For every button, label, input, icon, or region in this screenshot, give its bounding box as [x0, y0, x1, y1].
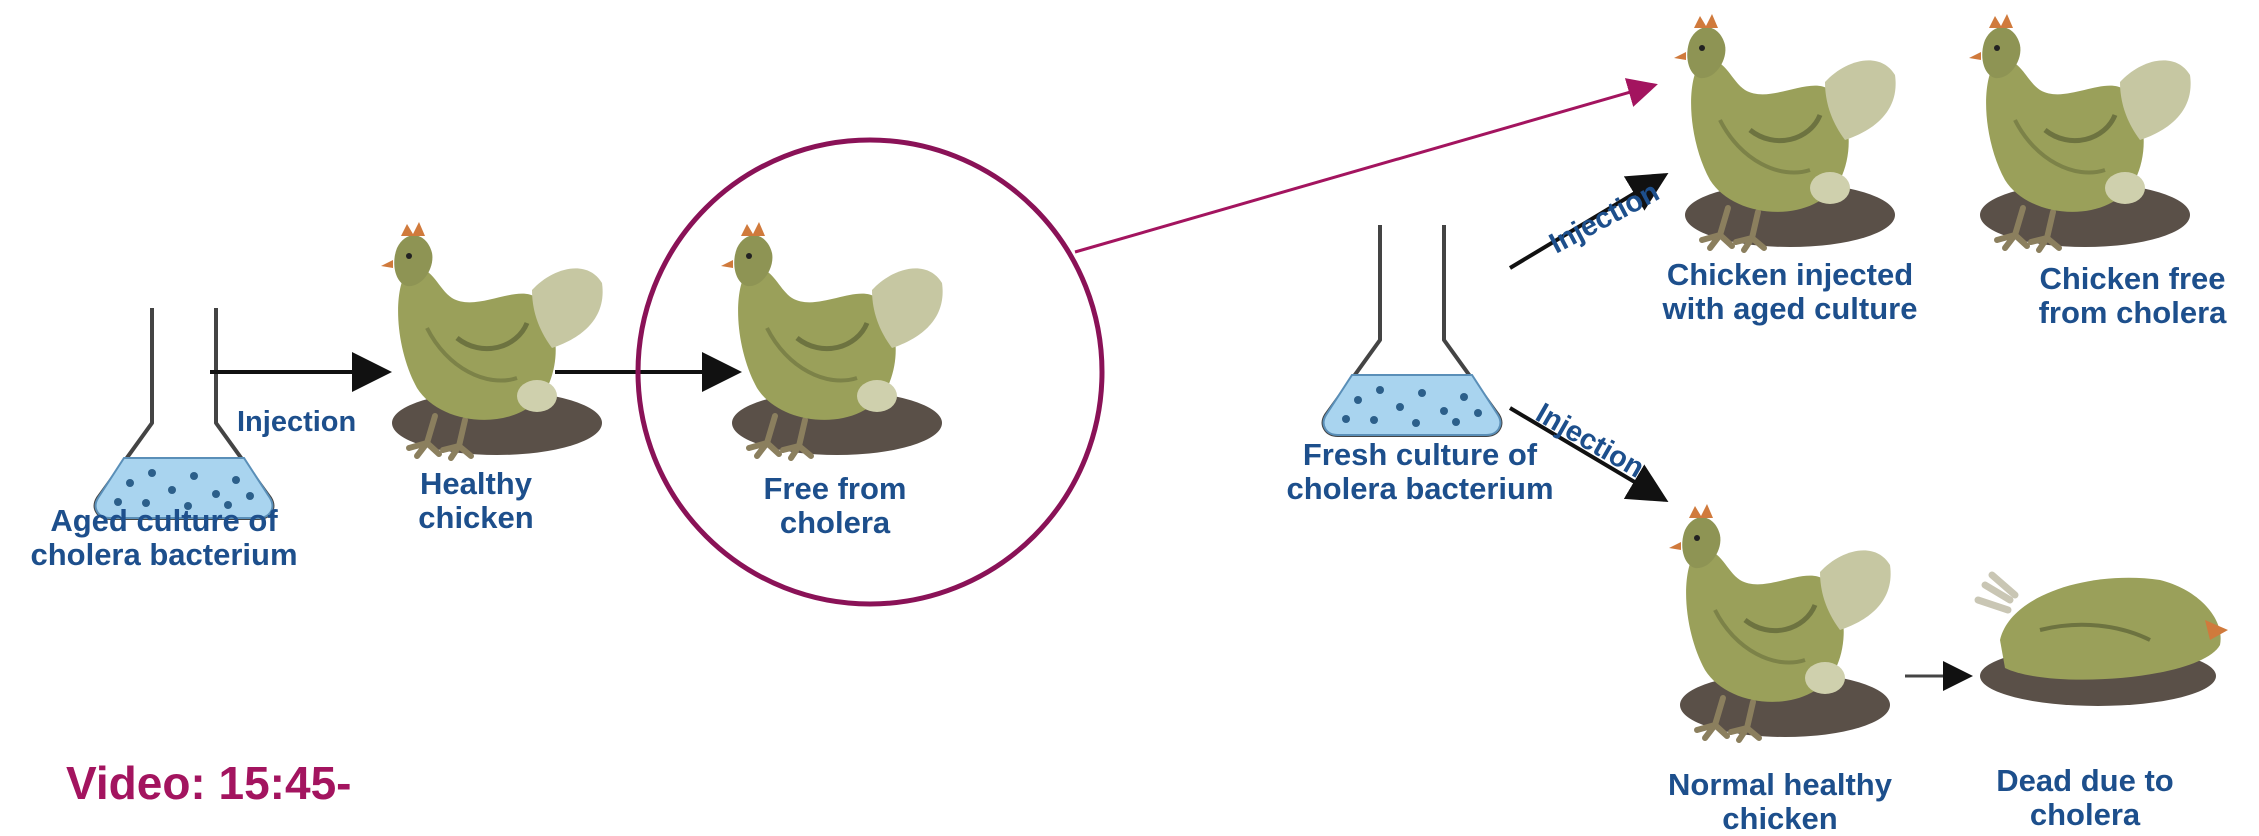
free-chicken-image [721, 222, 943, 458]
free-chicken-right-image [1969, 14, 2191, 250]
healthy-chicken-image [381, 222, 603, 458]
injected-chicken-image [1674, 14, 1896, 250]
fresh-culture-flask [1324, 225, 1501, 435]
normal-healthy-chicken-image [1669, 504, 1891, 740]
video-timestamp: Video: 15:45- [66, 756, 351, 810]
dead-chicken-image [1978, 575, 2228, 706]
injection-label-left: Injection [237, 406, 356, 439]
